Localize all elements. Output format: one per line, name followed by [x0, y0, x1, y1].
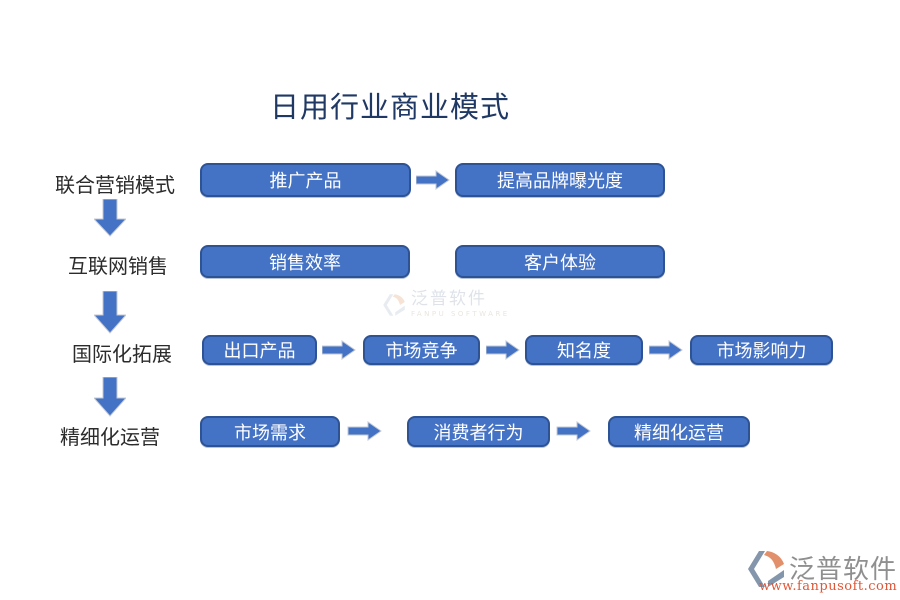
row-label-internet-sales: 互联网销售: [68, 254, 168, 278]
right-arrow-icon: [347, 421, 382, 441]
flow-box: 精细化运营: [608, 416, 750, 447]
row-label-joint-marketing: 联合营销模式: [55, 173, 175, 197]
watermark-brand-name: 泛普软件: [411, 289, 487, 309]
down-arrow-icon: [94, 377, 126, 417]
watermark-brand-subtitle: FANPU SOFTWARE: [411, 310, 510, 318]
flow-box: 提高品牌曝光度: [455, 163, 665, 197]
right-arrow-icon: [322, 340, 356, 360]
flow-box: 市场影响力: [690, 335, 833, 365]
footer-brand-name: 泛普软件: [789, 555, 898, 585]
row-label-refined-operations: 精细化运营: [60, 425, 160, 449]
watermark: 泛普软件 FANPU SOFTWARE: [382, 291, 510, 318]
fanpu-logo-icon: [748, 551, 784, 587]
flow-box: 推广产品: [200, 163, 411, 197]
fanpu-logo-icon: [383, 293, 405, 316]
right-arrow-icon: [486, 340, 520, 360]
flow-box: 消费者行为: [407, 416, 550, 447]
page-title: 日用行业商业模式: [269, 90, 510, 124]
flow-box: 客户体验: [455, 245, 665, 278]
flow-box: 市场需求: [200, 416, 340, 447]
flow-box: 市场竞争: [363, 335, 480, 365]
flow-box: 销售效率: [200, 245, 410, 278]
right-arrow-icon: [649, 340, 683, 360]
down-arrow-icon: [94, 291, 126, 334]
right-arrow-icon: [556, 421, 591, 441]
down-arrow-icon: [94, 199, 126, 237]
footer-brand-url: www.fanpusoft.com: [759, 579, 898, 594]
right-arrow-icon: [416, 170, 450, 190]
flow-box: 知名度: [525, 335, 643, 365]
row-label-internationalization: 国际化拓展: [72, 342, 172, 366]
flow-box: 出口产品: [202, 335, 317, 365]
